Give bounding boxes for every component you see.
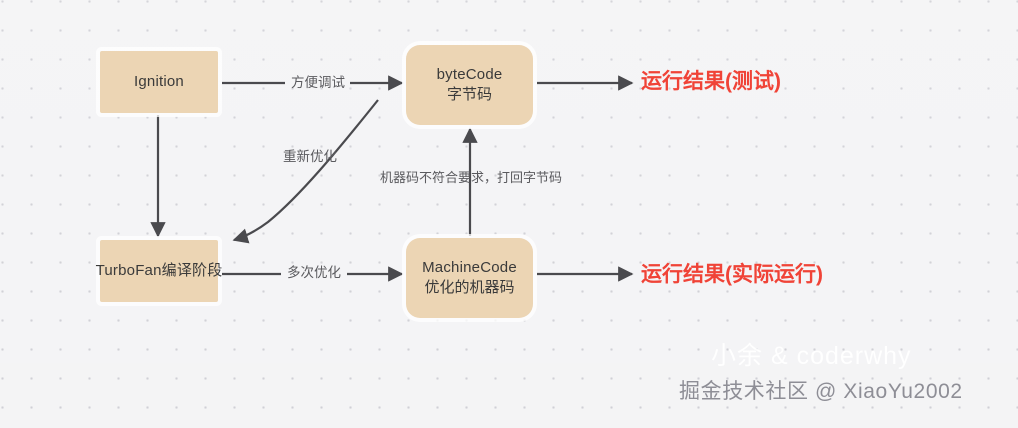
node-turbofan[interactable]: TurboFan编译阶段 (96, 240, 222, 302)
node-machinecode[interactable]: MachineCode 优化的机器码 (406, 238, 533, 318)
edge-label-debug: 方便调试 (291, 75, 345, 90)
node-ignition-label: Ignition (134, 72, 184, 90)
node-turbofan-label: TurboFan编译阶段 (95, 261, 223, 279)
node-machinecode-label-cn: 优化的机器码 (424, 279, 515, 296)
watermark-faint: 小余 & coderwhy (711, 342, 912, 370)
edge-label-reopt: 重新优化 (283, 149, 337, 164)
edge-label-multi-opt: 多次优化 (287, 265, 341, 280)
node-ignition[interactable]: Ignition (100, 51, 218, 113)
node-bytecode[interactable]: byteCode 字节码 (406, 45, 533, 125)
edge-bytecode-to-turbofan-curve (232, 99, 379, 244)
watermark-attribution: 掘金技术社区 @ XiaoYu2002 (679, 380, 963, 403)
edge-label-fallback: 机器码不符合要求，打回字节码 (380, 170, 563, 185)
node-bytecode-label-cn: 字节码 (446, 86, 492, 103)
node-bytecode-label-en: byteCode (436, 65, 503, 83)
result-text-test: 运行结果(测试) (641, 70, 781, 93)
node-machinecode-label-en: MachineCode (422, 258, 517, 276)
result-text-actual: 运行结果(实际运行) (641, 263, 823, 286)
